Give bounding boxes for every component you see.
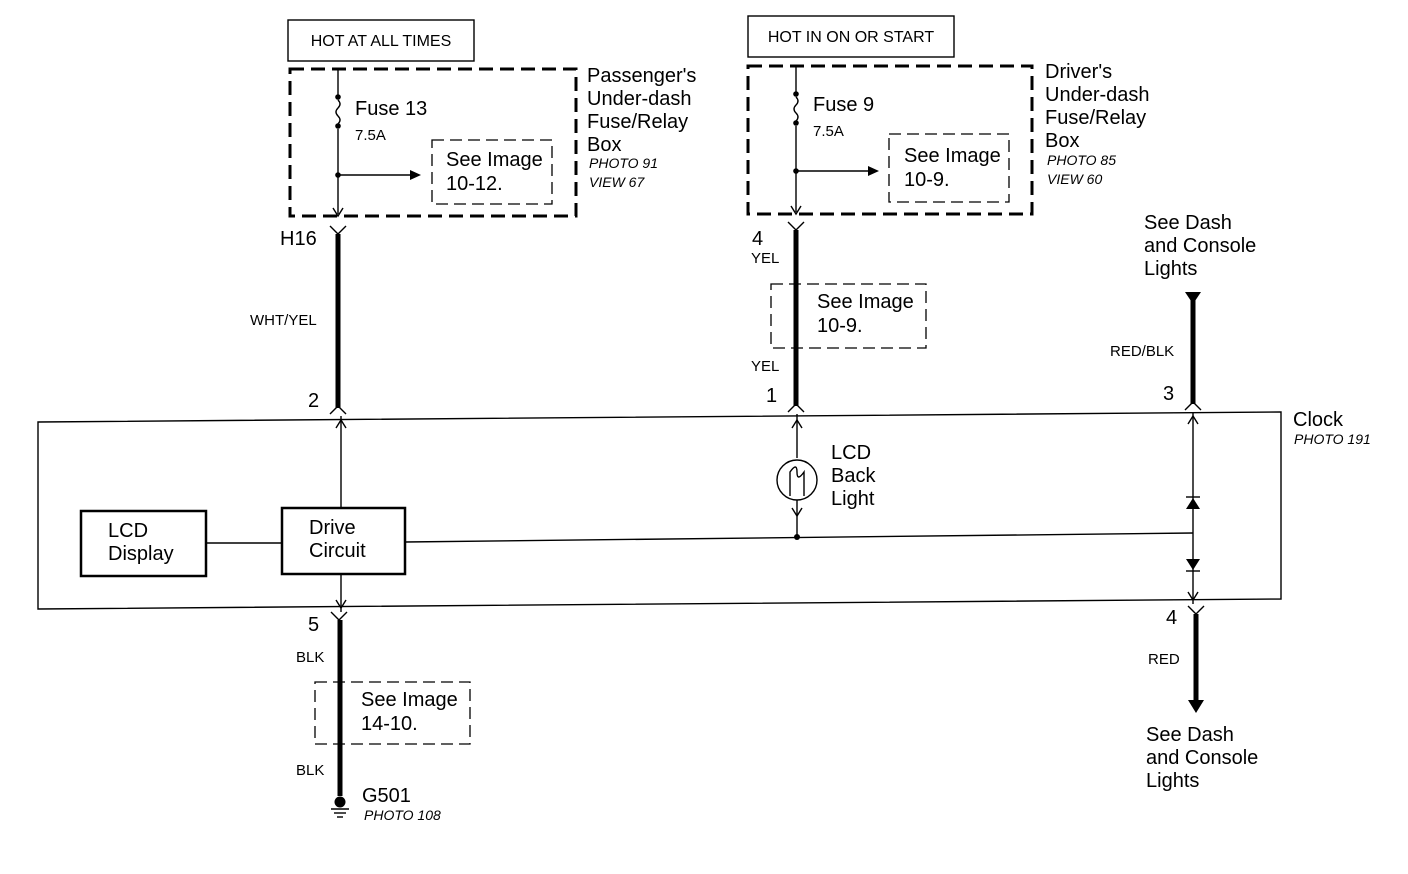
wire-yel <box>770 221 927 413</box>
connector-h16-label: H16 <box>280 228 317 250</box>
wire-red <box>1187 605 1205 713</box>
see-image-10-9-box-top <box>888 133 1010 203</box>
hot-in-on-or-start-label: HOT IN ON OR START <box>768 29 934 46</box>
clock-label: Clock <box>1293 409 1344 431</box>
see-image-10-9-line1: See Image <box>904 145 1001 167</box>
see-dash-top-line3: Lights <box>1144 258 1197 280</box>
passenger-box-name-2: Under-dash <box>587 88 692 110</box>
see-image-10-12-line2: 10-12. <box>446 173 503 195</box>
pin-5-label: 5 <box>308 614 319 636</box>
fuse-9-symbol <box>793 96 799 122</box>
fuse-9-amps: 7.5A <box>813 123 844 140</box>
drive-circuit-line2: Circuit <box>309 540 366 562</box>
see-image-10-9-box-mid <box>770 283 927 349</box>
fuse-13-amps: 7.5A <box>355 127 386 144</box>
see-dash-bottom-line1: See Dash <box>1146 724 1234 746</box>
passenger-box-photo: PHOTO 91 <box>589 155 658 171</box>
passenger-box-name-4: Box <box>587 134 621 156</box>
see-dash-top-line1: See Dash <box>1144 212 1232 234</box>
lcd-display-line2: Display <box>108 543 174 565</box>
pin2-internal-line <box>335 416 347 508</box>
see-image-14-10-box <box>314 681 471 745</box>
wht-yel-label: WHT/YEL <box>250 312 317 329</box>
driver-box-name-3: Fuse/Relay <box>1045 107 1146 129</box>
back-light-line1: LCD <box>831 442 871 464</box>
see-image-14-10-line1: See Image <box>361 689 458 711</box>
see-image-14-10-line2: 14-10. <box>361 713 418 735</box>
see-image-10-9-mid-line1: See Image <box>817 291 914 313</box>
driver-box-name-4: Box <box>1045 130 1079 152</box>
back-light-line3: Light <box>831 488 875 510</box>
blk-top-label: BLK <box>296 649 324 666</box>
pin-2-label: 2 <box>308 390 319 412</box>
fuse-13-symbol <box>335 99 341 125</box>
see-image-10-9-line2: 10-9. <box>904 169 950 191</box>
pin5-internal-line <box>335 574 347 612</box>
wire-wht-yel <box>329 225 347 415</box>
yel-top-label: YEL <box>751 250 779 267</box>
yel-bottom-label: YEL <box>751 358 779 375</box>
see-image-10-12-line1: See Image <box>446 149 543 171</box>
dimmer-diodes <box>1186 412 1200 604</box>
driver-box-name-1: Driver's <box>1045 61 1112 83</box>
wire-red-blk <box>1184 292 1202 411</box>
wire-blk <box>314 611 471 796</box>
drive-circuit-line1: Drive <box>309 517 356 539</box>
fuse-9-label: Fuse 9 <box>813 94 874 116</box>
see-dash-top-line2: and Console <box>1144 235 1256 257</box>
ground-icon <box>331 796 349 818</box>
red-blk-label: RED/BLK <box>1110 343 1174 360</box>
passenger-box-name-3: Fuse/Relay <box>587 111 688 133</box>
back-light-line2: Back <box>831 465 876 487</box>
lcd-display-line1: LCD <box>108 520 148 542</box>
see-image-10-12-box <box>431 139 553 205</box>
see-dash-bottom-line2: and Console <box>1146 747 1258 769</box>
ground-photo: PHOTO 108 <box>364 807 441 823</box>
driver-fuse-relay-box <box>746 64 1034 216</box>
pin-3-label: 3 <box>1163 383 1174 405</box>
see-image-10-9-mid-line2: 10-9. <box>817 315 863 337</box>
pin-1-label: 1 <box>766 385 777 407</box>
lcd-back-light-bulb <box>776 414 818 540</box>
driver-box-name-2: Under-dash <box>1045 84 1150 106</box>
hot-at-all-times-box <box>287 19 475 62</box>
hot-at-all-times-label: HOT AT ALL TIMES <box>311 33 452 50</box>
ground-label: G501 <box>362 785 411 807</box>
clock-photo: PHOTO 191 <box>1294 431 1371 447</box>
driver-box-photo: PHOTO 85 <box>1047 152 1116 168</box>
blk-bottom-label: BLK <box>296 762 324 779</box>
drive-circuit-box <box>280 506 407 576</box>
red-label: RED <box>1148 651 1180 668</box>
clock-outline <box>37 411 1282 610</box>
hot-in-on-or-start-box <box>747 15 955 58</box>
see-dash-bottom-line3: Lights <box>1146 770 1199 792</box>
passenger-fuse-relay-box <box>288 67 578 218</box>
driver-box-view: VIEW 60 <box>1047 171 1102 187</box>
passenger-box-name-1: Passenger's <box>587 65 696 87</box>
fuse-13-label: Fuse 13 <box>355 98 427 120</box>
connector-4-label: 4 <box>752 228 763 250</box>
passenger-box-view: VIEW 67 <box>589 174 645 190</box>
pin-4-label: 4 <box>1166 607 1177 629</box>
